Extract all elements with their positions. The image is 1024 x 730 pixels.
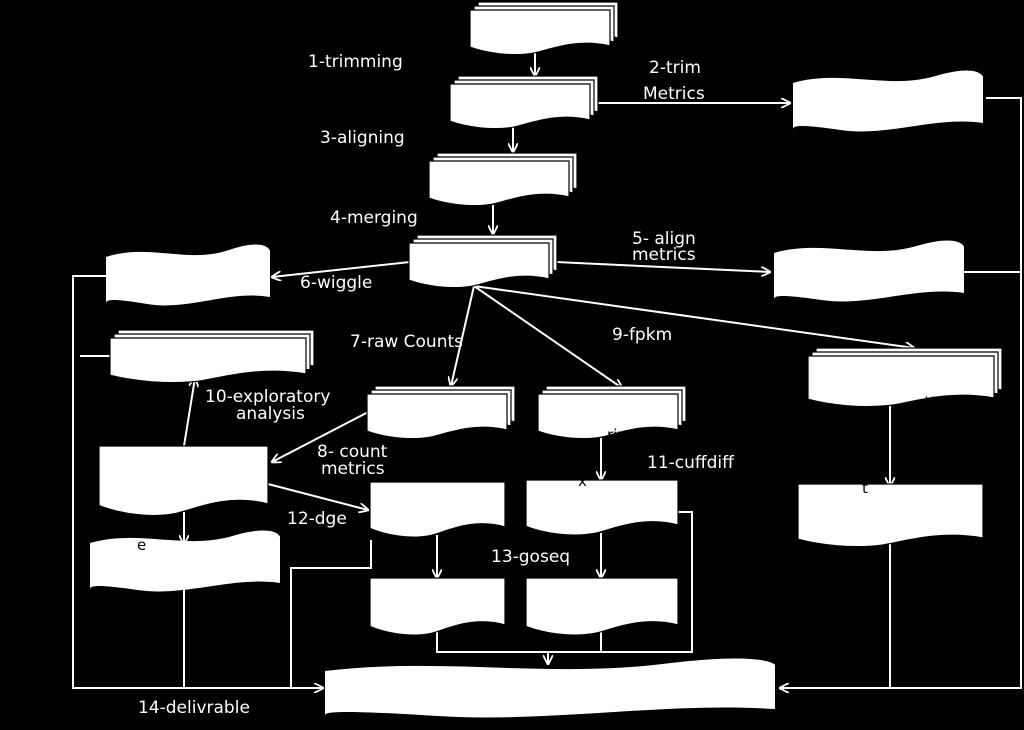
node-exploratory-result (90, 530, 280, 592)
arrow-merged-to-raw-counts (451, 285, 475, 386)
node-exploratory-output-sheet (109, 337, 307, 384)
node-fpkm-result-sheet (797, 483, 984, 548)
node-raw-reads (469, 1, 619, 56)
line-goseq-merge (436, 632, 602, 653)
fragment-fpkm-result: t (862, 479, 868, 497)
label-aligning: 3-aligning (320, 128, 405, 148)
node-align-metrics (774, 240, 964, 302)
fragment-cuffdiff-input: x (578, 472, 587, 490)
node-fpkm-matrix-sheet (537, 393, 679, 440)
label-align-metrics-1: 5- align (632, 229, 696, 249)
label-trimming: 1-trimming (308, 52, 403, 72)
node-raw-counts (366, 385, 516, 440)
label-trim-metrics-1: 2-trim (649, 58, 701, 78)
arrow-merged-to-align-metrics (555, 261, 770, 272)
node-cuffdiff-sheet (525, 479, 679, 536)
node-trim-metrics-shape (793, 70, 983, 132)
fragment-exploratory-result: e (137, 536, 147, 554)
node-raw-reads-sheet (469, 9, 611, 56)
node-merged-alignments (408, 234, 558, 289)
arrow-counts-to-dge (267, 483, 368, 510)
node-deliverable-shape (325, 658, 775, 718)
node-trimmed-reads-sheet (449, 83, 591, 130)
arrow-raw-counts-to-count-metrics (272, 409, 373, 462)
line-dge-to-deliverable (290, 540, 372, 688)
line-trim-metrics-to-deliverable (780, 97, 1022, 688)
connectors (72, 52, 1022, 688)
line-wiggle-to-deliverable (72, 275, 323, 688)
label-align-metrics-2: metrics (632, 245, 696, 265)
label-goseq: 13-goseq (491, 547, 571, 567)
node-exploratory-output (109, 329, 315, 384)
node-goseq-dge-sheet (369, 577, 506, 636)
label-deliverable: 14-delivrable (138, 698, 250, 718)
fragment-fpkm-matrix: rix (607, 426, 627, 444)
node-deliverable (325, 658, 775, 718)
node-dge-sheet (369, 481, 506, 538)
node-trim-metrics (793, 70, 983, 132)
arrow-merged-to-fpkm-matrix (473, 285, 622, 388)
fragment-fpkm-box: y (925, 391, 934, 409)
node-goseq-dge (369, 577, 506, 636)
node-count-metrics-sheet (98, 445, 269, 517)
node-fpkm-matrix (537, 385, 687, 440)
label-count-metrics-1: 8- count (317, 442, 388, 462)
arrow-merged-to-fpkm (473, 285, 914, 348)
node-wiggle (106, 244, 270, 306)
label-fpkm: 9-fpkm (612, 325, 673, 345)
node-merged-alignments-sheet (408, 242, 550, 289)
node-fpkm-sheet (807, 355, 995, 408)
node-dge (369, 481, 506, 538)
label-dge: 12-dge (287, 509, 347, 529)
arrow-counts-to-exploratory (183, 378, 195, 447)
node-goseq-cuffdiff-sheet (525, 577, 679, 636)
node-align-metrics-shape (774, 240, 964, 302)
node-fpkm-result (797, 483, 984, 548)
line-cuffdiff-to-deliverable (601, 511, 693, 653)
label-cuffdiff: 11-cuffdiff (647, 453, 734, 473)
node-count-metrics (98, 445, 269, 517)
label-wiggle: 6-wiggle (300, 273, 373, 293)
label-raw-counts: 7-raw Counts (350, 332, 464, 352)
label-merging: 4-merging (330, 208, 418, 228)
label-exploratory-2: analysis (236, 404, 305, 424)
data-nodes (90, 1, 1003, 718)
node-fpkm (807, 347, 1003, 408)
arrow-merged-to-wiggle (272, 261, 411, 277)
node-raw-counts-sheet (366, 393, 508, 440)
node-wiggle-shape (106, 244, 270, 306)
node-exploratory-result-shape (90, 530, 280, 592)
label-count-metrics-2: metrics (321, 459, 385, 479)
node-aligned-reads-sheet (428, 160, 570, 207)
node-cuffdiff (525, 479, 679, 536)
node-trimmed-reads (449, 75, 599, 130)
node-goseq-cuffdiff (525, 577, 679, 636)
label-exploratory-1: 10-exploratory (205, 387, 331, 407)
label-trim-metrics-2: Metrics (643, 84, 705, 104)
node-aligned-reads (428, 152, 578, 207)
